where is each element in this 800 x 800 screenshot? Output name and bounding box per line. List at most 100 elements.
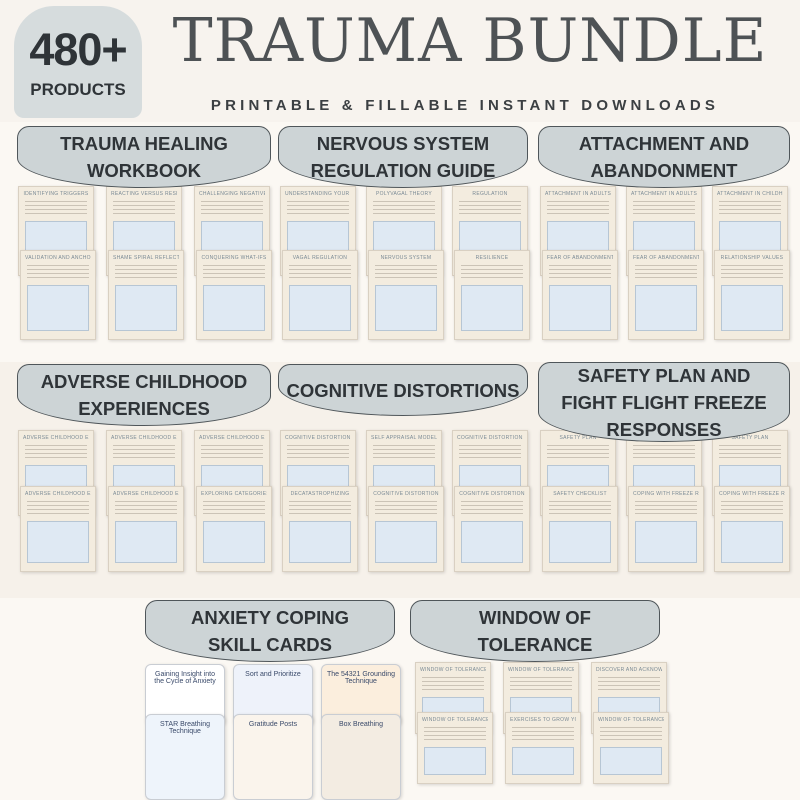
section-label: COGNITIVE DISTORTIONS	[286, 379, 520, 401]
worksheet-line	[201, 453, 263, 454]
worksheet-line	[598, 677, 660, 678]
worksheet-title: SAFETY PLAN	[731, 435, 769, 441]
worksheet-title: DISCOVER AND ACKNOWLEDGE YOUR WINDOW OF …	[596, 667, 662, 673]
worksheet-fill-box	[549, 521, 611, 563]
worksheet-line	[289, 501, 351, 502]
worksheet-title: ATTACHMENT IN ADULTS	[631, 191, 697, 197]
worksheet-line	[422, 689, 484, 690]
worksheet-line	[635, 269, 697, 270]
worksheet-line	[459, 449, 521, 450]
worksheet-line	[547, 205, 609, 206]
worksheet-title: IDENTIFYING TRIGGERS	[23, 191, 89, 197]
worksheet-title: WINDOW OF TOLERANCE	[420, 667, 486, 673]
worksheet-fill-box	[721, 521, 783, 563]
worksheet-line	[289, 277, 351, 278]
worksheet-thumbnail: FEAR OF ABANDONMENT	[542, 250, 618, 340]
worksheet-title: ADVERSE CHILDHOOD EXPERIENCES	[111, 435, 177, 441]
worksheet-line	[598, 689, 660, 690]
worksheet-fill-box	[461, 521, 523, 563]
worksheet-line	[459, 445, 521, 446]
worksheet-line	[115, 513, 177, 514]
worksheet-line	[635, 265, 697, 266]
worksheet-line	[115, 505, 177, 506]
worksheet-line	[547, 457, 609, 458]
worksheet-line	[27, 269, 89, 270]
worksheet-line	[373, 453, 435, 454]
worksheet-line	[600, 731, 662, 732]
section-tab-anxiety-cards: ANXIETY COPING SKILL CARDS	[145, 600, 395, 662]
worksheet-line	[287, 213, 349, 214]
worksheet-line	[424, 727, 486, 728]
worksheet-title: VALIDATION AND ANCHORING	[25, 255, 91, 261]
worksheet-line	[547, 201, 609, 202]
worksheet-line	[633, 201, 695, 202]
worksheet-title: SHAME SPIRAL REFLECTION	[113, 255, 179, 261]
worksheet-thumbnail: WINDOW OF TOLERANCE	[593, 712, 669, 784]
worksheet-line	[115, 273, 177, 274]
worksheet-line	[719, 209, 781, 210]
worksheet-line	[512, 731, 574, 732]
worksheet-line	[459, 201, 521, 202]
worksheet-thumbnail: COGNITIVE DISTORTION	[454, 486, 530, 572]
worksheet-line	[113, 453, 175, 454]
worksheet-line	[598, 681, 660, 682]
worksheet-fill-box	[424, 747, 486, 775]
worksheet-line	[203, 277, 265, 278]
worksheet-thumbnail: VAGAL REGULATION	[282, 250, 358, 340]
worksheet-line	[115, 269, 177, 270]
worksheet-line	[375, 501, 437, 502]
worksheet-line	[461, 501, 523, 502]
worksheet-line	[113, 205, 175, 206]
worksheet-line	[459, 205, 521, 206]
worksheet-line	[373, 445, 435, 446]
worksheet-line	[461, 265, 523, 266]
worksheet-fill-box	[375, 521, 437, 563]
worksheet-title: REGULATION	[472, 191, 508, 197]
worksheet-line	[375, 273, 437, 274]
worksheet-line	[721, 501, 783, 502]
worksheet-title: COGNITIVE DISTORTIONS	[457, 435, 523, 441]
worksheet-line	[422, 681, 484, 682]
worksheet-line	[510, 689, 572, 690]
worksheet-title: DECATASTROPHIZING	[290, 491, 350, 497]
worksheet-line	[633, 445, 695, 446]
worksheet-title: EXPLORING CATEGORIES	[201, 491, 267, 497]
worksheet-line	[25, 453, 87, 454]
page-subtitle: PRINTABLE & FILLABLE INSTANT DOWNLOADS	[210, 97, 720, 114]
worksheet-title: CONQUERING WHAT-IFS	[201, 255, 267, 261]
worksheet-line	[719, 453, 781, 454]
worksheet-thumbnail: NERVOUS SYSTEM	[368, 250, 444, 340]
worksheet-line	[375, 277, 437, 278]
worksheet-title: SAFETY CHECKLIST	[553, 491, 607, 497]
worksheet-title: WINDOW OF TOLERANCE	[508, 667, 574, 673]
worksheet-line	[633, 213, 695, 214]
worksheet-line	[635, 501, 697, 502]
worksheet-fill-box	[27, 285, 89, 331]
worksheet-line	[201, 457, 263, 458]
worksheet-line	[549, 277, 611, 278]
worksheet-fill-box	[27, 521, 89, 563]
worksheet-title: REACTING VERSUS RESPONDING	[111, 191, 177, 197]
worksheet-line	[461, 505, 523, 506]
worksheet-line	[27, 501, 89, 502]
worksheet-line	[27, 265, 89, 266]
worksheet-line	[633, 449, 695, 450]
worksheet-thumbnail: EXERCISES TO GROW YOUR WINDOW OF TOLERAN…	[505, 712, 581, 784]
worksheet-line	[289, 269, 351, 270]
worksheet-title: WINDOW OF TOLERANCE	[598, 717, 664, 723]
worksheet-line	[201, 449, 263, 450]
worksheet-line	[512, 735, 574, 736]
worksheet-thumbnail: COPING WITH FREEZE RESPONSE	[628, 486, 704, 572]
worksheet-line	[373, 457, 435, 458]
worksheet-line	[547, 213, 609, 214]
worksheet-line	[547, 445, 609, 446]
worksheet-line	[547, 453, 609, 454]
worksheet-line	[461, 269, 523, 270]
worksheet-line	[424, 739, 486, 740]
worksheet-title: ADVERSE CHILDHOOD EXPERIENCES	[23, 435, 89, 441]
worksheet-line	[422, 677, 484, 678]
worksheet-line	[461, 513, 523, 514]
worksheet-line	[27, 513, 89, 514]
worksheet-line	[549, 265, 611, 266]
worksheet-line	[115, 277, 177, 278]
